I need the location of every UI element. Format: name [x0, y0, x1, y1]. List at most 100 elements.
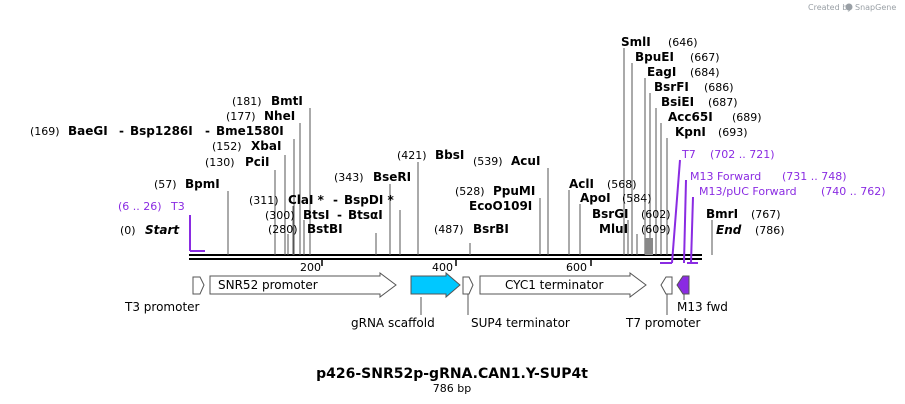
enzyme-position: (767) [751, 208, 781, 221]
enzyme-name[interactable]: Bme1580I [216, 124, 284, 138]
snr52-promoter-label: SNR52 promoter [218, 278, 318, 292]
enzyme-name[interactable]: BspDI * [344, 193, 394, 207]
start-label: Start [145, 223, 180, 237]
enzyme-position: (689) [732, 111, 762, 124]
enzyme-position: (528) [455, 185, 485, 198]
enzyme-name[interactable]: BsiEI [661, 95, 694, 109]
enzyme-name[interactable]: ApoI [580, 191, 611, 205]
enzyme-name[interactable]: AcuI [511, 154, 540, 168]
enzyme-name[interactable]: BmrI [706, 207, 738, 221]
enzyme-position: (57) [154, 178, 177, 191]
enzyme-separator: - [333, 193, 338, 207]
enzyme-position: (687) [708, 96, 738, 109]
right-primer-brackets [660, 159, 698, 264]
enzyme-position: (602) [641, 208, 671, 221]
start-position: (0) [120, 224, 136, 237]
enzyme-name[interactable]: BpmI [185, 177, 220, 191]
primer-range: (740 .. 762) [821, 185, 886, 198]
enzyme-position: (686) [704, 81, 734, 94]
enzyme-name[interactable]: BmtI [271, 94, 303, 108]
enzyme-name[interactable]: AclI [569, 177, 594, 191]
enzyme-name[interactable]: XbaI [251, 139, 281, 153]
sup4-terminator-arrow[interactable] [462, 276, 474, 295]
dense-cut-sites [645, 238, 653, 255]
snr52-promoter-arrow[interactable] [209, 272, 397, 298]
enzyme-position: (280) [268, 223, 298, 236]
end-label: End [716, 223, 742, 237]
primer-name[interactable]: T3 [170, 200, 185, 213]
enzyme-separator: - [119, 124, 124, 138]
enzyme-position: (177) [226, 110, 256, 123]
t7-promoter-arrow[interactable] [660, 276, 673, 295]
cyc1-terminator-arrow[interactable] [479, 272, 647, 298]
snapgene-logo-icon [845, 3, 853, 11]
dna-backbone [189, 254, 702, 260]
enzyme-name[interactable]: BaeGI [68, 124, 108, 138]
tick-label: 600 [566, 261, 587, 274]
enzyme-name[interactable]: BsrGI [592, 207, 629, 221]
t3-promoter-label: T3 promoter [124, 300, 200, 314]
enzyme-name[interactable]: BsrBI [473, 222, 509, 236]
t7-promoter-label: T7 promoter [625, 316, 701, 330]
end-position: (786) [755, 224, 785, 237]
plasmid-length: 786 bp [433, 382, 471, 395]
enzyme-name[interactable]: ClaI * [288, 193, 325, 207]
enzyme-position: (421) [397, 149, 427, 162]
enzyme-position: (181) [232, 95, 262, 108]
enzyme-position: (584) [622, 192, 652, 205]
enzyme-position: (343) [334, 171, 364, 184]
primer-name[interactable]: T7 [681, 148, 696, 161]
sup4-terminator-label: SUP4 terminator [471, 316, 570, 330]
ruler: 200 400 600 [300, 259, 592, 274]
enzyme-position: (609) [641, 223, 671, 236]
enzyme-name[interactable]: BbsI [435, 148, 464, 162]
primer-name[interactable]: M13 Forward [690, 170, 761, 183]
t3-primer-bracket [189, 215, 205, 252]
enzyme-name[interactable]: PciI [245, 155, 270, 169]
grna-scaffold-label: gRNA scaffold [351, 316, 435, 330]
tick-label: 200 [300, 261, 321, 274]
enzyme-name[interactable]: BsrFI [654, 80, 689, 94]
cyc1-terminator-label: CYC1 terminator [505, 278, 604, 292]
enzyme-position: (684) [690, 66, 720, 79]
primer-range: (702 .. 721) [710, 148, 775, 161]
enzyme-name[interactable]: BpuEI [635, 50, 674, 64]
cut-site-lines [227, 48, 713, 255]
primer-range: (6 .. 26) [118, 200, 162, 213]
enzyme-position: (667) [690, 51, 720, 64]
enzyme-name[interactable]: KpnI [675, 125, 706, 139]
enzyme-name[interactable]: Bsp1286I [130, 124, 193, 138]
enzyme-position: (487) [434, 223, 464, 236]
enzyme-name[interactable]: BseRI [373, 170, 411, 184]
enzyme-name[interactable]: MluI [599, 222, 628, 236]
enzyme-position: (539) [473, 155, 503, 168]
enzyme-separator: - [337, 208, 342, 222]
tick-label: 400 [432, 261, 453, 274]
enzyme-position: (300) [265, 209, 295, 222]
enzyme-name[interactable]: EagI [647, 65, 676, 79]
enzyme-position: (130) [205, 156, 235, 169]
enzyme-name[interactable]: SmlI [621, 35, 651, 49]
enzyme-name[interactable]: Acc65I [668, 110, 713, 124]
m13-fwd-arrow[interactable] [676, 275, 690, 295]
plasmid-title: p426-SNR52p-gRNA.CAN1.Y-SUP4t [316, 366, 588, 382]
enzyme-position: (169) [30, 125, 60, 138]
enzyme-position: (311) [249, 194, 279, 207]
enzyme-name[interactable]: NheI [264, 109, 295, 123]
primer-range: (731 .. 748) [782, 170, 847, 183]
created-by-credit: Created by [808, 3, 852, 12]
enzyme-position: (646) [668, 36, 698, 49]
snapgene-brand: SnapGene [855, 3, 896, 12]
primer-name[interactable]: M13/pUC Forward [699, 185, 797, 198]
enzyme-name[interactable]: BstBI [307, 222, 343, 236]
enzyme-name[interactable]: PpuMI [493, 184, 535, 198]
enzyme-name[interactable]: BtsαI [348, 208, 383, 222]
m13-fwd-label: M13 fwd [677, 300, 728, 314]
enzyme-name[interactable]: EcoO109I [469, 199, 532, 213]
t3-promoter-arrow[interactable] [192, 276, 205, 295]
enzyme-position: (152) [212, 140, 242, 153]
enzyme-separator: - [205, 124, 210, 138]
grna-scaffold-arrow[interactable] [410, 271, 461, 299]
enzyme-name[interactable]: BtsI [303, 208, 330, 222]
